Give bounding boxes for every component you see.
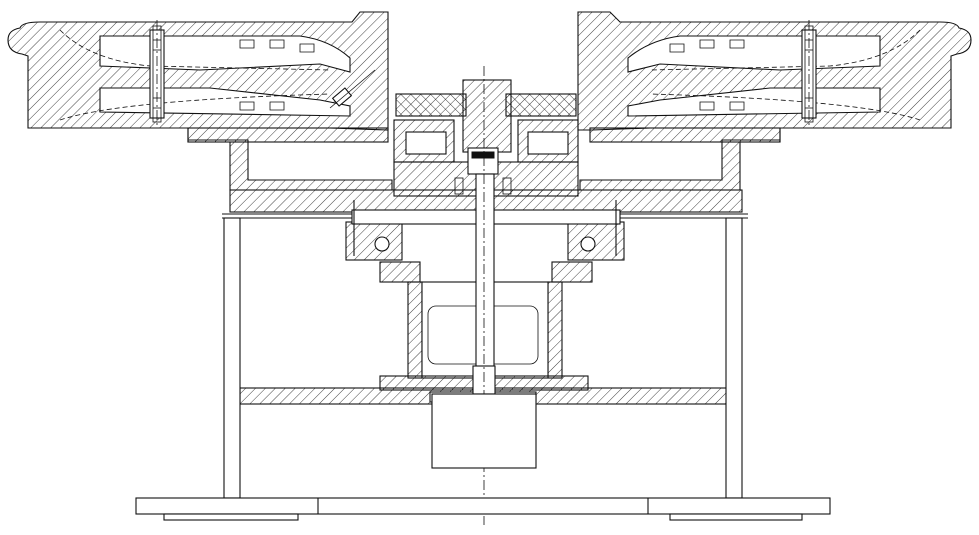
right-wheel-section (577, 11, 972, 143)
left-bearing-ball-icon (374, 236, 390, 252)
center-shaft-top (462, 79, 512, 153)
motor-block (431, 393, 537, 469)
grease-nipple-icon (329, 69, 376, 109)
left-wheel-section (7, 11, 389, 143)
base-plate (135, 497, 831, 521)
right-bearing-ball-icon (580, 236, 596, 252)
